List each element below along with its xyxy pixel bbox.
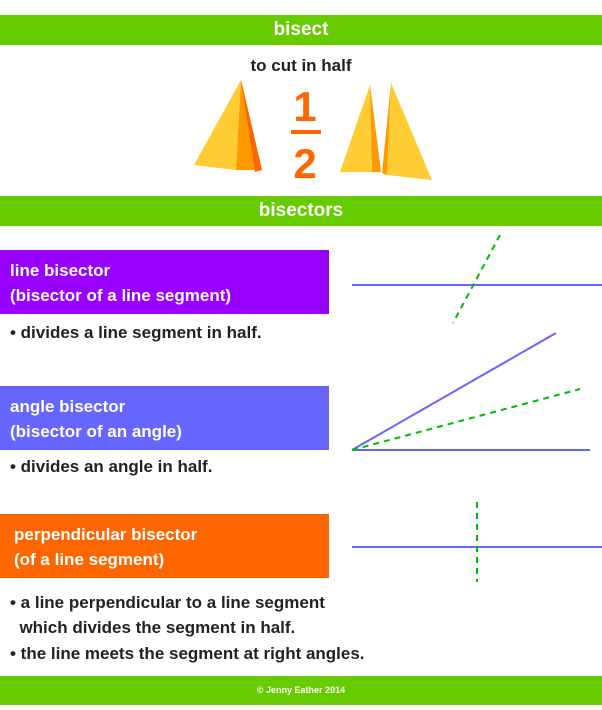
perpendicular-bisector-bullet-1-cont: which divides the segment in half.	[10, 618, 296, 637]
perpendicular-bisector-diagram	[352, 502, 602, 582]
line-bisector-title: line bisector	[10, 261, 111, 280]
angle-bisector-subtitle: (bisector of an angle)	[10, 422, 182, 441]
perpendicular-bisector-bullet-2: • the line meets the segment at right an…	[10, 644, 365, 663]
fraction-numerator: 1	[293, 83, 317, 130]
half-pyramid-right-b	[382, 83, 432, 180]
line-bisector-subtitle: (bisector of a line segment)	[10, 286, 232, 305]
line-bisector-bullet: • divides a line segment in half.	[10, 323, 262, 342]
section-bar: bisectors	[0, 196, 602, 226]
half-pyramid-left	[194, 80, 262, 172]
perpendicular-bisector-bullet-1: • a line perpendicular to a line segment	[10, 593, 325, 612]
perpendicular-bisector-label: perpendicular bisector (of a line segmen…	[0, 514, 329, 578]
title-bar: bisect	[0, 15, 602, 45]
subtitle: to cut in half	[250, 56, 352, 75]
line-bisector-diagram	[352, 234, 602, 324]
angle-bisector-title: angle bisector	[10, 397, 126, 416]
angle-bisector-label: angle bisector (bisector of an angle)	[0, 386, 329, 450]
half-pyramid-right-a	[340, 85, 381, 172]
perpendicular-bisector-subtitle: (of a line segment)	[14, 550, 165, 569]
fraction-bar	[291, 130, 321, 134]
angle-bisector-diagram	[351, 332, 590, 451]
footer-bar: © Jenny Eather 2014	[0, 676, 602, 705]
line-bisector-label: line bisector (bisector of a line segmen…	[0, 250, 329, 314]
fraction-denominator: 2	[293, 140, 317, 187]
perpendicular-bisector-title: perpendicular bisector	[14, 525, 198, 544]
section-title: bisectors	[258, 200, 344, 221]
page-title: bisect	[273, 19, 329, 40]
copyright-text: © Jenny Eather 2014	[256, 685, 346, 695]
angle-bisector-bullet: • divides an angle in half.	[10, 457, 213, 476]
